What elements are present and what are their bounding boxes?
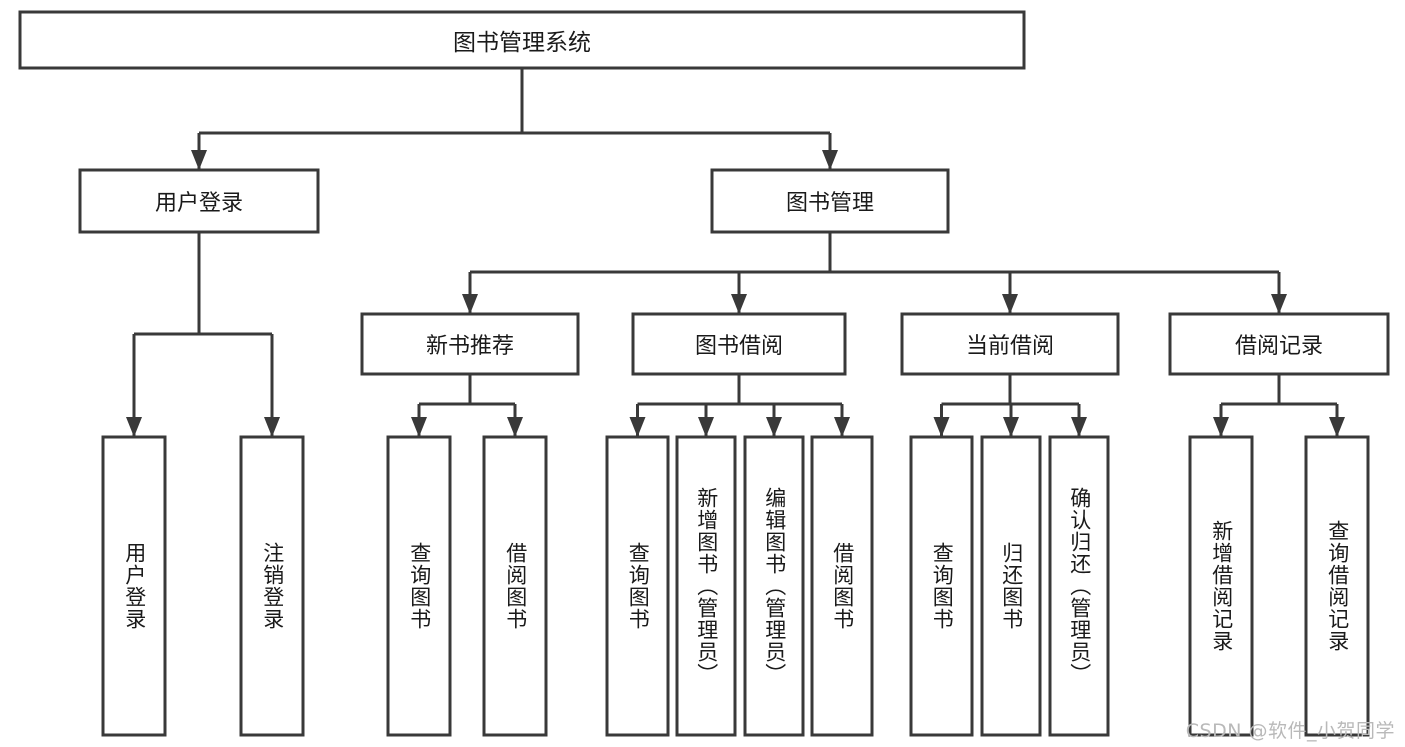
book-manage-arrow-3 xyxy=(1271,294,1287,314)
book-manage-arrow-2 xyxy=(1002,294,1018,314)
box-layer xyxy=(18,10,1390,737)
node-box-leaf-record-add xyxy=(1188,435,1254,737)
node-box-leaf-current-return-book xyxy=(980,435,1042,737)
node-box-leaf-borrow-query-book xyxy=(605,435,670,737)
node-box-book-manage xyxy=(710,168,950,234)
node-box-leaf-rec-borrow-book xyxy=(482,435,548,737)
root-arrow-1 xyxy=(822,150,838,170)
book-manage-arrow-0 xyxy=(462,294,478,314)
node-box-leaf-current-confirm-return xyxy=(1048,435,1110,737)
node-box-leaf-borrow-add-book xyxy=(675,435,737,737)
node-box-leaf-user-logout xyxy=(239,435,305,737)
book-borrow-arrow-2 xyxy=(766,417,782,437)
user-login-arrow-1 xyxy=(264,417,280,437)
node-box-current-borrow xyxy=(900,312,1120,376)
new-book-rec-arrow-1 xyxy=(507,417,523,437)
node-box-leaf-rec-query-book xyxy=(386,435,452,737)
current-borrow-arrow-0 xyxy=(933,417,950,437)
current-borrow-arrow-1 xyxy=(1003,417,1019,437)
user-login-arrow-0 xyxy=(126,417,142,437)
node-box-leaf-record-query xyxy=(1304,435,1370,737)
node-box-leaf-current-query-book xyxy=(909,435,974,737)
connector-layer xyxy=(126,68,1345,437)
book-borrow-arrow-3 xyxy=(834,417,850,437)
root-arrow-0 xyxy=(191,150,207,170)
book-borrow-arrow-0 xyxy=(629,417,646,437)
node-box-borrow-record xyxy=(1168,312,1390,376)
node-box-new-book-rec xyxy=(360,312,580,376)
current-borrow-arrow-2 xyxy=(1071,417,1087,437)
node-box-book-borrow xyxy=(631,312,847,376)
borrow-record-arrow-0 xyxy=(1213,417,1229,437)
borrow-record-arrow-1 xyxy=(1329,417,1345,437)
node-box-leaf-borrow-edit-book xyxy=(743,435,805,737)
node-box-leaf-user-login xyxy=(101,435,167,737)
book-borrow-arrow-1 xyxy=(698,417,714,437)
node-box-leaf-borrow-borrow-book xyxy=(810,435,874,737)
node-box-root xyxy=(18,10,1026,70)
book-manage-arrow-1 xyxy=(731,294,747,314)
new-book-rec-arrow-0 xyxy=(411,417,427,437)
node-box-user-login xyxy=(78,168,320,234)
